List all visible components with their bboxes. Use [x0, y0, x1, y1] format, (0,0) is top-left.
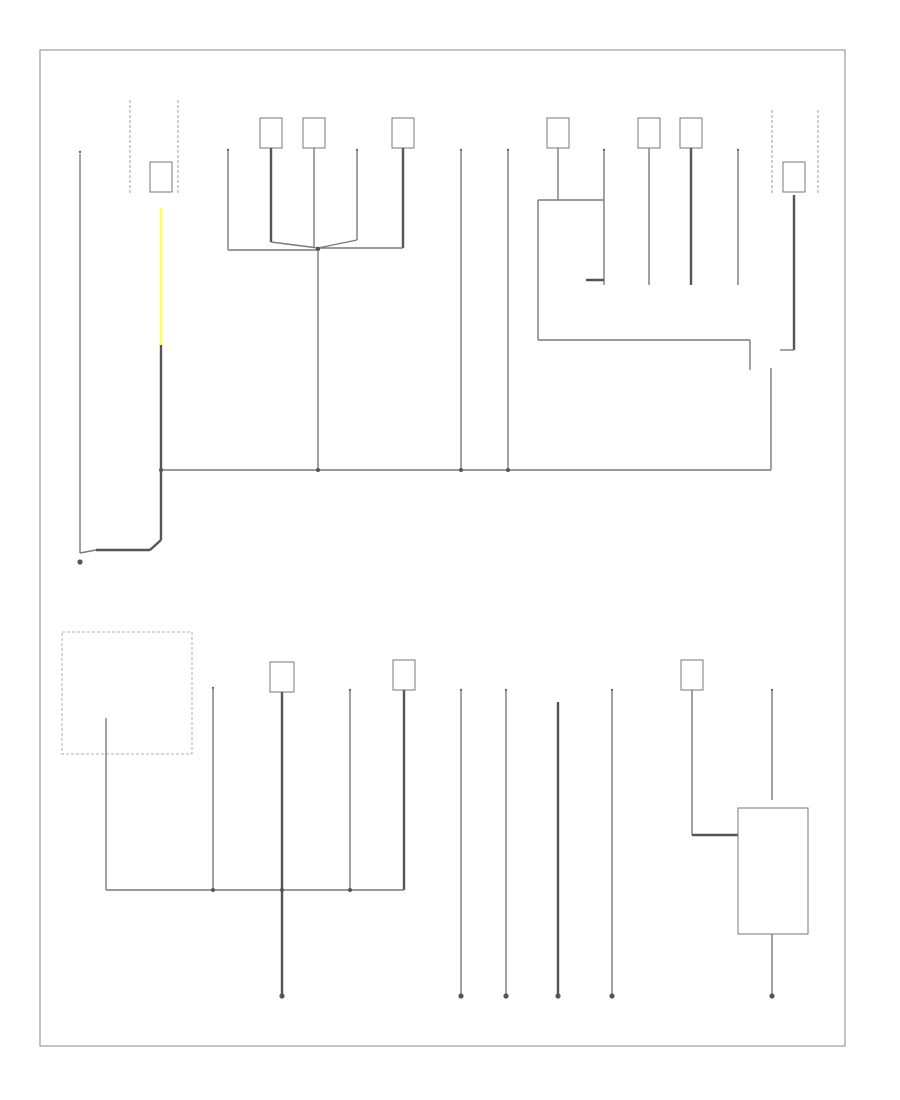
ground-point	[609, 993, 615, 999]
top-component-2	[129, 100, 179, 470]
component-box	[149, 161, 173, 193]
bottom-component-2	[211, 686, 215, 890]
splice-node	[506, 468, 510, 472]
bottom-component-11	[770, 688, 774, 800]
component-box	[637, 117, 661, 149]
bottom-component-1	[61, 631, 193, 890]
component-box	[302, 117, 326, 149]
bottom-component-6	[458, 688, 464, 999]
bottom-component-3	[269, 661, 295, 999]
connector-pin	[78, 150, 82, 154]
bottom-component-7	[503, 688, 509, 999]
splice-node	[280, 888, 284, 892]
top-component-9	[506, 148, 510, 470]
top-component-4	[259, 117, 319, 249]
diagram-frame	[39, 49, 846, 1047]
top-component-13	[679, 117, 703, 285]
top-component-7	[318, 117, 415, 249]
component-box	[737, 807, 809, 935]
top-component-8	[459, 148, 463, 470]
component-box	[392, 659, 416, 691]
ground-point	[77, 559, 83, 565]
bottom-component-5	[392, 659, 416, 890]
ground-point	[769, 993, 775, 999]
bottom-component-4	[348, 688, 352, 890]
ground-point	[503, 993, 509, 999]
splice-node	[315, 246, 321, 252]
ground-point	[458, 993, 464, 999]
splice-node	[211, 888, 215, 892]
bottom-component-10	[680, 659, 738, 837]
component-box	[680, 659, 704, 691]
top-component-3	[226, 148, 318, 251]
bottom-component-9	[609, 688, 615, 999]
component-box	[546, 117, 570, 149]
component-box	[391, 117, 415, 149]
top-component-6	[317, 148, 359, 249]
top-component-5	[302, 117, 326, 248]
top-component-15	[771, 110, 819, 351]
top-component-14	[736, 148, 740, 285]
bottom-component-8	[555, 702, 561, 999]
bottom-component-12	[737, 807, 809, 999]
component-box	[679, 117, 703, 149]
top-component-1	[78, 150, 82, 553]
ground-point	[279, 993, 285, 999]
component-box	[782, 161, 806, 193]
splice-node	[459, 468, 463, 472]
top-component-12	[637, 117, 661, 285]
splice-node	[316, 468, 320, 472]
ground-point	[555, 993, 561, 999]
top-component-10	[537, 117, 751, 370]
splice-node	[348, 888, 352, 892]
component-box	[259, 117, 283, 149]
component-box	[269, 661, 295, 693]
top-component-11	[586, 148, 606, 285]
